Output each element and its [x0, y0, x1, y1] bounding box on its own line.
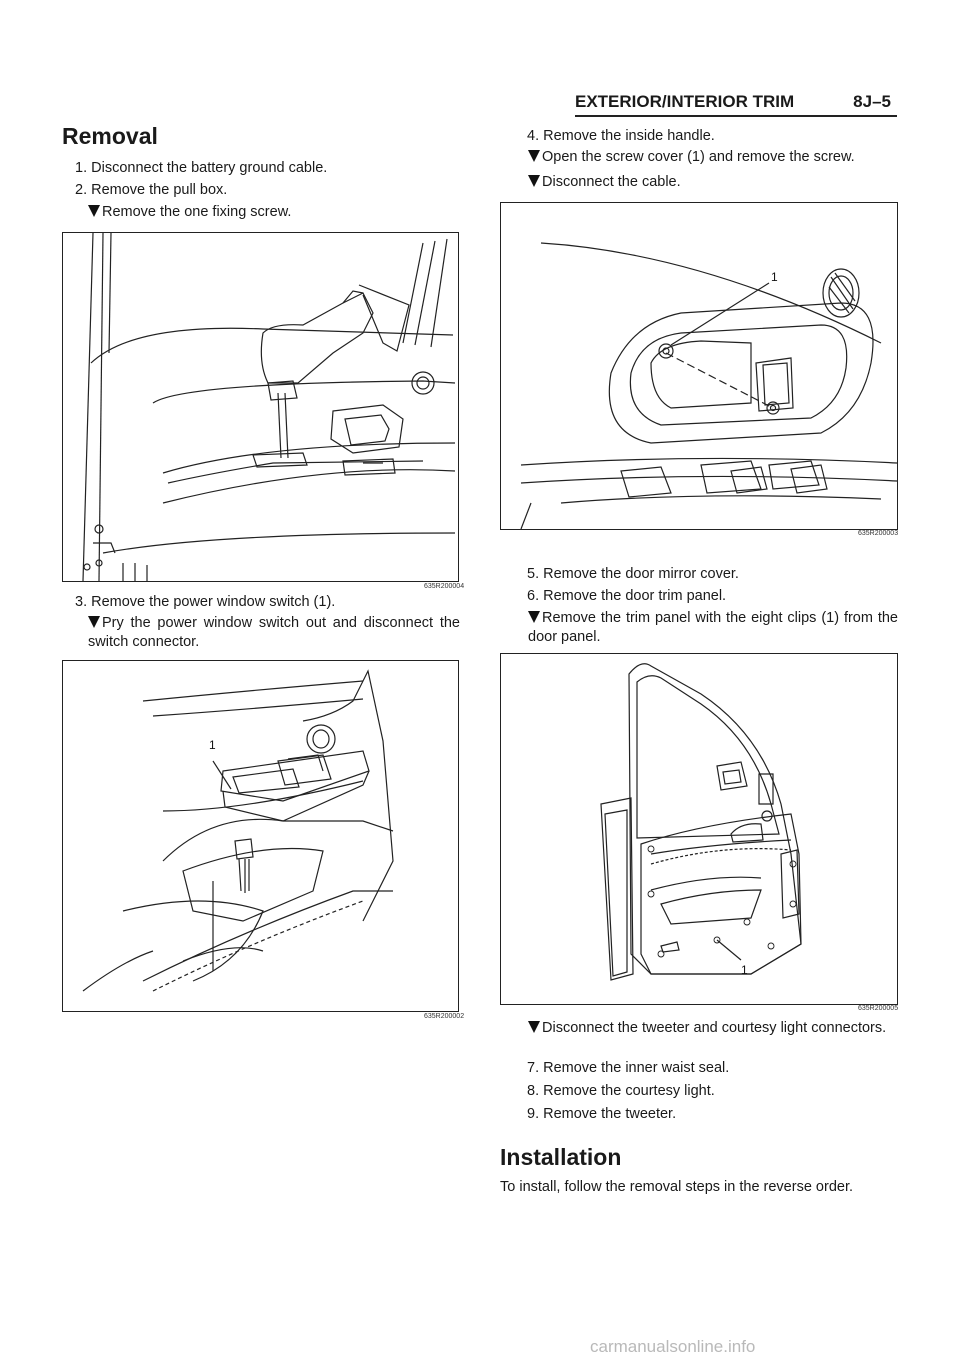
figure-4-code: 635R200005 [858, 1005, 899, 1012]
step-6-bullet-text: Remove the trim panel with the eight cli… [528, 610, 898, 645]
step-3: 3. Remove the power window switch (1). [75, 594, 336, 610]
step-2-bullet: Remove the one fixing screw. [88, 203, 460, 222]
step-5: 5. Remove the door mirror cover. [527, 566, 739, 582]
figure-4-callout: 1 [741, 963, 748, 977]
section-title: EXTERIOR/INTERIOR TRIM [575, 92, 795, 111]
figure-door-trim-panel: 1 [500, 653, 898, 1005]
step-6-bullet: Remove the trim panel with the eight cli… [528, 609, 898, 647]
figure-3-code: 635R200003 [858, 530, 899, 537]
triangle-bullet-icon [528, 175, 540, 187]
figure-2-code: 635R200002 [424, 1013, 465, 1020]
step-6-bullet-2-text: Disconnect the tweeter and courtesy ligh… [542, 1020, 887, 1036]
figure-3-callout: 1 [771, 270, 778, 284]
pull-box-illustration [82, 233, 456, 581]
installation-heading: Installation [500, 1144, 622, 1170]
page-number: 8J–5 [853, 92, 891, 111]
step-8: 8. Remove the courtesy light. [527, 1083, 715, 1099]
step-1: 1. Disconnect the battery ground cable. [75, 160, 328, 176]
step-3-bullet: Pry the power window switch out and disc… [88, 614, 460, 652]
figure-inside-handle: 1 [500, 202, 898, 530]
figure-2-callout: 1 [209, 738, 216, 752]
header-rule [575, 115, 897, 117]
step-4-bullet-1: Open the screw cover (1) and remove the … [528, 148, 898, 167]
step-4-bullet-2-text: Disconnect the cable. [542, 174, 681, 190]
triangle-bullet-icon [528, 150, 540, 162]
door-trim-panel-illustration: 1 [600, 663, 802, 981]
step-2-bullet-text: Remove the one fixing screw. [102, 204, 292, 220]
triangle-bullet-icon [88, 205, 100, 217]
triangle-bullet-icon [528, 611, 540, 623]
triangle-bullet-icon [88, 616, 100, 628]
step-4: 4. Remove the inside handle. [527, 128, 715, 144]
figure-power-window-switch: 1 [62, 660, 459, 1012]
installation-text: To install, follow the removal steps in … [500, 1179, 853, 1195]
page-header: EXTERIOR/INTERIOR TRIM 8J–5 [575, 90, 897, 112]
triangle-bullet-icon [528, 1021, 540, 1033]
power-window-switch-illustration: 1 [82, 669, 394, 992]
inside-handle-illustration: 1 [520, 242, 897, 529]
step-3-bullet-text: Pry the power window switch out and disc… [88, 615, 460, 650]
step-6: 6. Remove the door trim panel. [527, 588, 727, 604]
step-4-bullet-1-text: Open the screw cover (1) and remove the … [542, 149, 855, 165]
step-9: 9. Remove the tweeter. [527, 1106, 677, 1122]
step-6-bullet-2: Disconnect the tweeter and courtesy ligh… [528, 1019, 898, 1038]
step-7: 7. Remove the inner waist seal. [527, 1060, 730, 1076]
watermark: carmanualsonline.info [590, 1337, 756, 1356]
figure-pull-box-screw [62, 232, 459, 582]
step-4-bullet-2: Disconnect the cable. [528, 173, 898, 192]
step-2: 2. Remove the pull box. [75, 182, 228, 198]
removal-heading: Removal [62, 123, 158, 149]
figure-1-code: 635R200004 [424, 583, 465, 590]
